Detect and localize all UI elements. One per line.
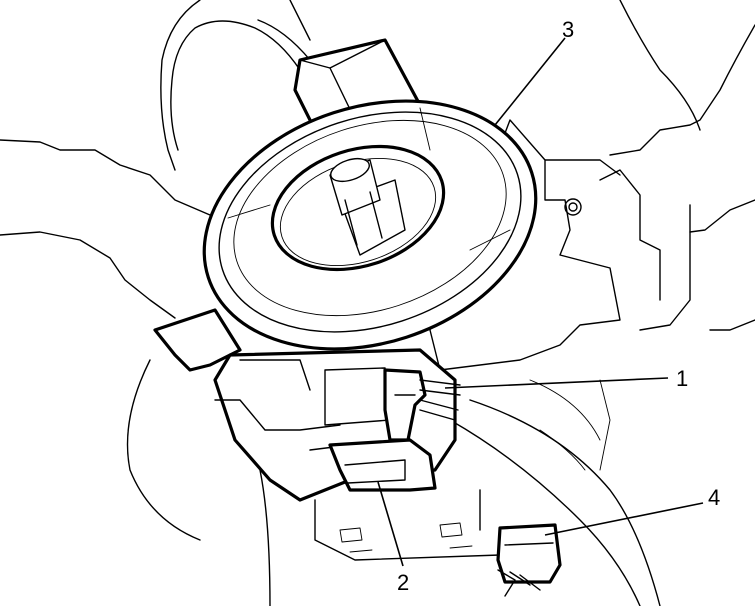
- callout-1: 1: [676, 366, 688, 391]
- connector-4: [496, 523, 562, 597]
- connector-1: [383, 368, 461, 442]
- callout-labels: 1 2 3 4: [397, 17, 720, 595]
- leader-3: [494, 37, 566, 126]
- lower-bracket: [314, 489, 501, 561]
- callout-2: 2: [397, 570, 409, 595]
- center-shaft: [329, 157, 406, 256]
- leader-lines: [377, 37, 704, 567]
- leader-2: [377, 481, 404, 567]
- leader-4: [544, 502, 704, 536]
- leader-1: [444, 377, 669, 389]
- callout-4: 4: [708, 485, 720, 510]
- connector-2: [328, 438, 437, 492]
- callout-3: 3: [562, 17, 574, 42]
